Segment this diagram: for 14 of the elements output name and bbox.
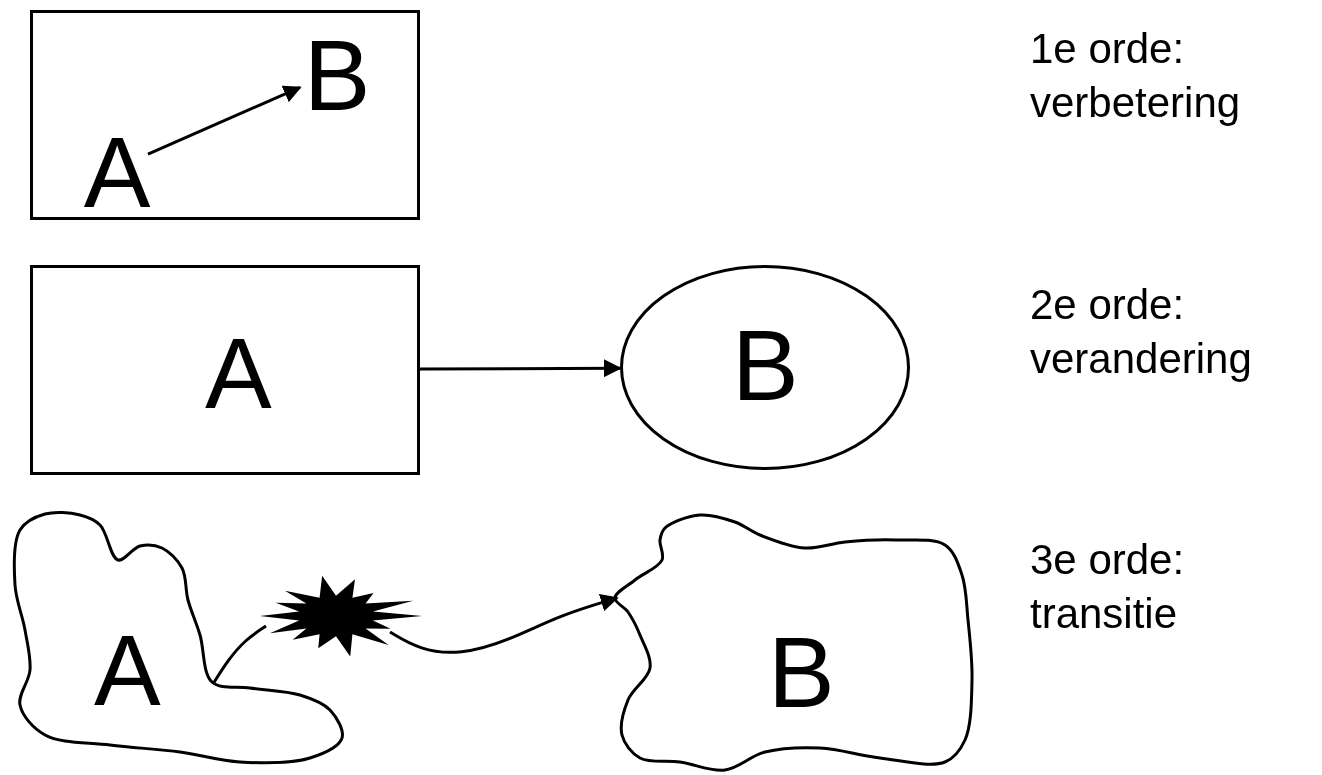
process-box [30, 265, 420, 475]
row-label: 1e orde: verbetering [1030, 24, 1242, 128]
node-label: B [303, 38, 371, 113]
row-label: 3e orde: transitie [1030, 535, 1186, 639]
frame-box [30, 10, 420, 220]
node-label: B [732, 315, 799, 415]
row-label: 2e orde: verandering [1030, 280, 1253, 384]
arrow [420, 359, 622, 378]
arrow [389, 594, 619, 654]
node-label: A [205, 323, 272, 423]
node-label: B [768, 622, 835, 722]
arrow [147, 85, 302, 156]
node-label: A [83, 131, 151, 213]
node-label: A [94, 620, 161, 720]
